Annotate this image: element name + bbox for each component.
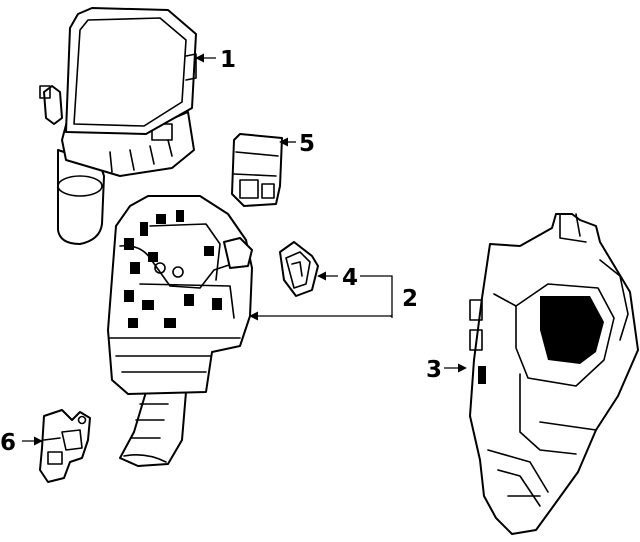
callout-1: 1: [220, 47, 236, 73]
callout-2: 2: [402, 286, 418, 312]
part-3-box-housing: [469, 213, 639, 535]
part-1-fuse-box-cover: [39, 7, 197, 245]
part-6-bracket: [39, 409, 91, 483]
callout-6: 6: [0, 430, 16, 456]
leader-lines: [22, 53, 467, 446]
part-2-junction-block: [107, 195, 253, 467]
callout-4: 4: [342, 265, 358, 291]
part-5-relay: [231, 133, 283, 207]
part-4-small-relay: [279, 241, 319, 297]
callout-3: 3: [426, 357, 442, 383]
callout-5: 5: [299, 131, 315, 157]
